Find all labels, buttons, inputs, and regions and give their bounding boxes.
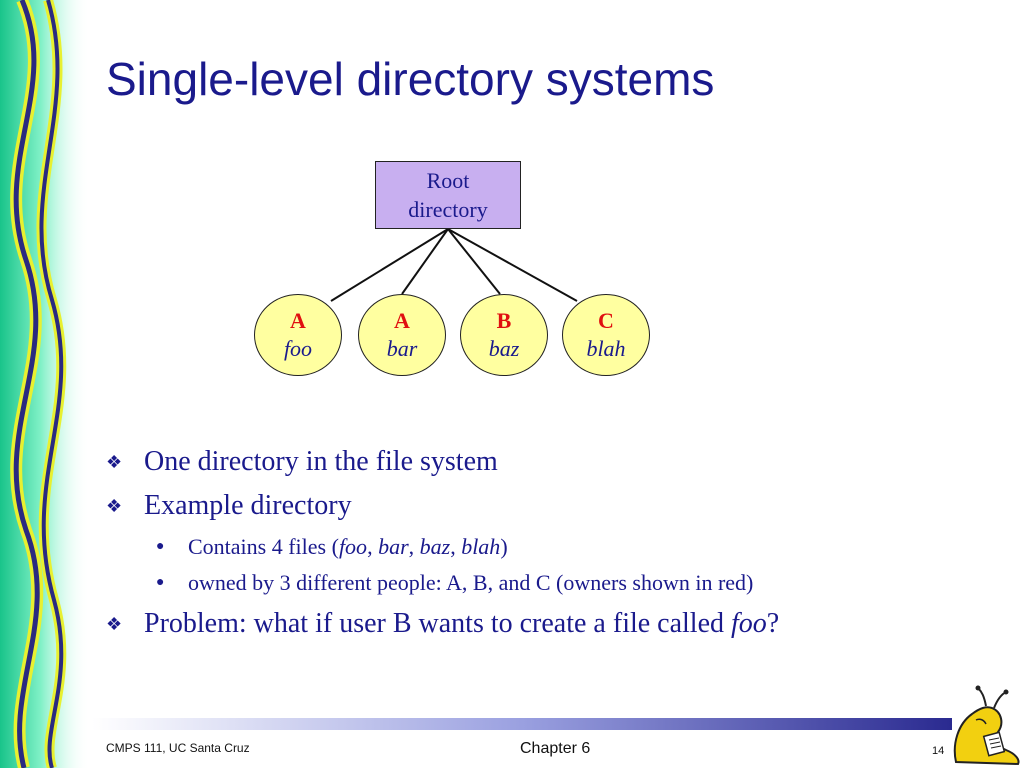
dot-bullet-icon: ● [156, 539, 165, 554]
sub-bullet-item: ● owned by 3 different people: A, B, and… [106, 568, 966, 598]
root-label-line1: Root [426, 168, 470, 193]
file-owner: A [394, 308, 410, 333]
footer-gradient-bar [92, 718, 952, 730]
file-node-bar: A bar [358, 294, 446, 376]
diamond-bullet-icon: ❖ [106, 452, 123, 472]
italic-filename: foo [338, 534, 368, 559]
text-segment: Contains 4 files ( [188, 534, 339, 559]
sub-bullet-text: Contains 4 files (foo, bar, baz, blah) [188, 534, 508, 559]
file-name: baz [488, 336, 520, 361]
file-node-foo: A foo [254, 294, 342, 376]
file-node-blah: C blah [562, 294, 650, 376]
text-segment: , [408, 534, 420, 559]
file-name: foo [283, 336, 313, 361]
root-directory-box: Root directory [375, 161, 521, 229]
bullet-item: ❖ One directory in the file system [106, 444, 966, 480]
bullet-list: ❖ One directory in the file system ❖ Exa… [106, 444, 966, 650]
slide-title: Single-level directory systems [106, 53, 715, 105]
file-name: bar [386, 336, 418, 361]
text-segment: ) [500, 534, 508, 559]
root-label-line2: directory [408, 197, 488, 222]
text-segment: , [450, 534, 462, 559]
text-segment: Problem: what if user B wants to create … [144, 608, 732, 639]
italic-filename: bar [378, 534, 409, 559]
sub-bullet-text: owned by 3 different people: A, B, and C… [188, 570, 754, 595]
connector-baz [447, 228, 501, 295]
italic-filename: baz [419, 534, 451, 559]
italic-filename: foo [731, 608, 767, 639]
footer-chapter: Chapter 6 [520, 740, 591, 757]
file-node-baz: B baz [460, 294, 548, 376]
connector-bar [401, 228, 449, 295]
footer-page-number: 14 [932, 745, 945, 757]
file-owner: A [290, 308, 306, 333]
left-border-decoration [0, 0, 90, 768]
connector-blah [447, 228, 578, 302]
italic-filename: blah [461, 534, 501, 559]
file-owner: C [598, 308, 614, 333]
diamond-bullet-icon: ❖ [106, 496, 123, 516]
bullet-item: ❖ Problem: what if user B wants to creat… [106, 606, 966, 642]
bullet-item: ❖ Example directory [106, 488, 966, 524]
file-owner: B [496, 308, 512, 333]
slug-mascot-logo [953, 685, 1020, 766]
footer-course: CMPS 111, UC Santa Cruz [106, 741, 250, 755]
bullet-text: One directory in the file system [144, 446, 498, 477]
text-segment: ? [766, 608, 780, 639]
dot-bullet-icon: ● [156, 575, 165, 590]
connector-foo [330, 228, 449, 302]
diamond-bullet-icon: ❖ [106, 614, 123, 634]
bullet-text: Example directory [144, 490, 352, 521]
text-segment: , [367, 534, 379, 559]
bullet-text: Problem: what if user B wants to create … [144, 608, 779, 639]
sub-bullet-item: ● Contains 4 files (foo, bar, baz, blah) [106, 532, 966, 562]
file-name: blah [586, 336, 626, 361]
